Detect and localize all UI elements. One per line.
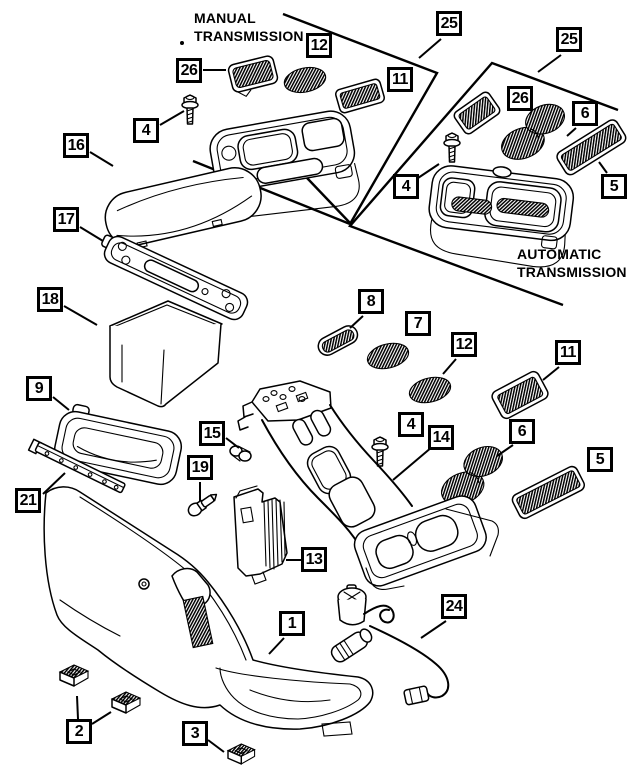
leader-6-automatic <box>566 127 577 137</box>
push-pin-19 <box>187 493 218 517</box>
callout-9[interactable]: 9 <box>26 376 52 401</box>
automatic-label-line1: AUTOMATIC <box>517 246 602 262</box>
leader-2 <box>91 711 112 725</box>
callout-1[interactable]: 1 <box>279 611 305 636</box>
callout-26-manual[interactable]: 26 <box>176 58 202 83</box>
callout-12-manual[interactable]: 12 <box>306 33 332 58</box>
automatic-zone-outline <box>347 61 619 307</box>
leader-11-middle <box>542 366 560 381</box>
screw-4-automatic <box>443 132 461 163</box>
leader-5-automatic <box>598 161 608 174</box>
callout-11-manual[interactable]: 11 <box>387 67 413 92</box>
print-dot <box>180 41 184 45</box>
callout-5-middle[interactable]: 5 <box>587 447 613 472</box>
automatic-mat-long-5 <box>556 119 627 176</box>
leader-25-manual <box>418 38 442 59</box>
callout-24[interactable]: 24 <box>441 594 467 619</box>
callout-14[interactable]: 14 <box>428 425 454 450</box>
callout-11-middle[interactable]: 11 <box>555 340 581 365</box>
clip-2a <box>59 664 89 687</box>
leader-17 <box>79 226 104 242</box>
callout-17[interactable]: 17 <box>53 207 79 232</box>
callout-4-automatic[interactable]: 4 <box>393 174 419 199</box>
leader-4-automatic <box>417 163 440 179</box>
manual-mat-oval-12 <box>283 66 327 94</box>
clip-2b <box>111 691 141 714</box>
callout-5-automatic[interactable]: 5 <box>601 174 627 199</box>
clip-3 <box>227 743 256 765</box>
callout-25-automatic[interactable]: 25 <box>556 27 582 52</box>
automatic-label-line2: TRANSMISSION <box>517 264 627 280</box>
leader-6-middle <box>496 444 514 457</box>
callout-19[interactable]: 19 <box>187 455 213 480</box>
leader-25-automatic <box>537 54 562 73</box>
callout-12-middle[interactable]: 12 <box>451 332 477 357</box>
leader-2 <box>76 695 79 720</box>
manual-mat-tray-26 <box>227 55 279 98</box>
callout-13[interactable]: 13 <box>301 547 327 572</box>
callout-8[interactable]: 8 <box>358 289 384 314</box>
console-lower-body <box>43 486 374 737</box>
callout-2[interactable]: 2 <box>66 719 92 744</box>
automatic-console-top <box>428 165 575 268</box>
callout-7[interactable]: 7 <box>405 311 431 336</box>
mat-oval-7 <box>366 342 410 370</box>
hinge-plate-17 <box>101 234 249 321</box>
automatic-mat-tray-26 <box>453 91 501 135</box>
liner-tray-9 <box>53 403 183 486</box>
callout-4-middle[interactable]: 4 <box>398 412 424 437</box>
tray-mat-11 <box>491 370 549 420</box>
leader-16 <box>89 151 114 167</box>
manual-label-line2: TRANSMISSION <box>194 28 304 44</box>
callout-26-automatic[interactable]: 26 <box>507 86 533 111</box>
callout-16[interactable]: 16 <box>63 133 89 158</box>
leader-15 <box>225 437 240 449</box>
mat-oval-12 <box>408 376 452 404</box>
automatic-mat-cupholder <box>501 103 565 160</box>
automatic-transmission-label: AUTOMATIC TRANSMISSION <box>517 245 627 281</box>
leader-12-middle <box>442 358 457 375</box>
mat-8 <box>317 325 359 356</box>
callout-4-manual[interactable]: 4 <box>133 118 159 143</box>
wiring-harness-24 <box>330 584 450 706</box>
leader-21 <box>42 472 66 495</box>
callout-18[interactable]: 18 <box>37 287 63 312</box>
manual-transmission-label: MANUAL TRANSMISSION <box>194 9 304 45</box>
bumper-15 <box>229 445 252 462</box>
leader-24 <box>420 620 447 639</box>
leader-14 <box>392 446 433 481</box>
callout-25-manual[interactable]: 25 <box>436 11 462 36</box>
manual-label-line1: MANUAL <box>194 10 256 26</box>
leader-18 <box>63 305 98 326</box>
storage-bin-18 <box>109 300 223 408</box>
leader-8 <box>349 315 364 329</box>
mat-cupholder-6 <box>440 445 504 505</box>
leader-9 <box>52 396 70 411</box>
mat-long-5 <box>511 465 586 520</box>
screw-4-manual <box>181 94 199 125</box>
callout-leader-lines <box>42 38 608 753</box>
leader-1 <box>268 637 285 655</box>
callout-6-automatic[interactable]: 6 <box>572 101 598 126</box>
leader-3 <box>207 739 225 753</box>
armrest-lid-16 <box>104 167 262 249</box>
callout-15[interactable]: 15 <box>199 421 225 446</box>
bracket-13 <box>233 485 288 585</box>
slide-rail-21 <box>27 438 126 494</box>
manual-mat-rect-11 <box>335 78 385 114</box>
console-upper-body <box>237 380 499 590</box>
leader-4-manual <box>159 110 185 126</box>
callout-6-middle[interactable]: 6 <box>509 419 535 444</box>
callout-21[interactable]: 21 <box>15 488 41 513</box>
callout-3[interactable]: 3 <box>182 721 208 746</box>
